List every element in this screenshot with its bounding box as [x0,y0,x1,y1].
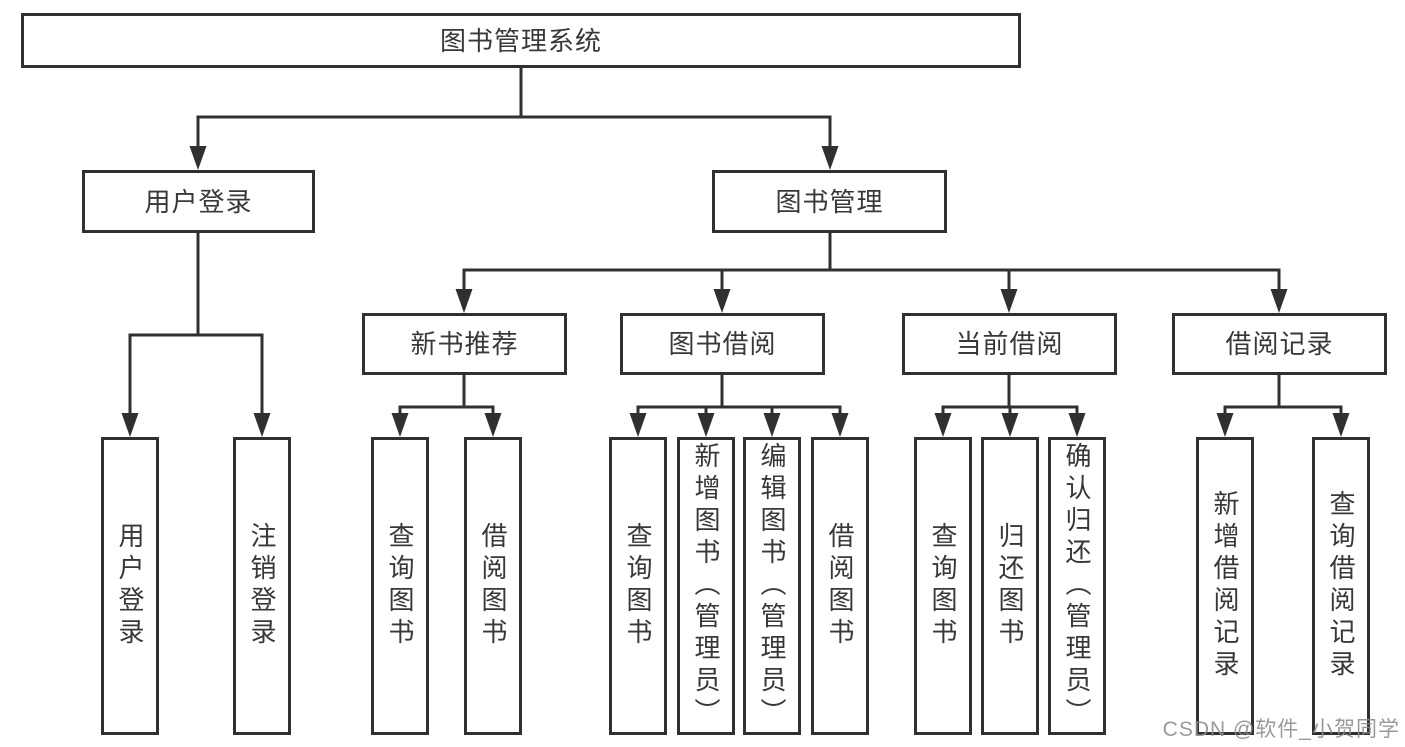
node-label: 图书借阅 [668,329,777,359]
node-current-borrowing: 当前借阅 [902,313,1117,375]
leaf-borrow-books-recommend: 借阅图书 [464,437,522,735]
node-label: 借阅图书 [478,522,508,650]
leaf-add-borrow-record: 新增借阅记录 [1196,437,1254,735]
node-label: 查询图书 [623,522,653,650]
node-label: 查询借阅记录 [1326,490,1356,682]
node-library-management-system: 图书管理系统 [21,13,1021,68]
leaf-query-books-recommend: 查询图书 [371,437,429,735]
leaf-borrow-books: 借阅图书 [811,437,869,735]
node-new-book-recommendation: 新书推荐 [362,313,567,375]
leaf-add-book-admin: 新增图书（管理员） [677,437,735,735]
node-book-borrowing: 图书借阅 [620,313,825,375]
leaf-logout: 注销登录 [233,437,291,735]
leaf-query-books-borrow: 查询图书 [609,437,667,735]
node-borrowing-records: 借阅记录 [1172,313,1387,375]
node-label: 用户登录 [144,186,253,217]
node-label: 归还图书 [995,522,1025,650]
node-label: 查询图书 [385,522,415,650]
node-user-login: 用户登录 [82,170,315,233]
leaf-query-borrow-record: 查询借阅记录 [1312,437,1370,735]
node-label: 注销登录 [247,522,277,650]
csdn-watermark: CSDN @软件_小贺同学 [1162,718,1400,741]
leaf-edit-book-admin: 编辑图书（管理员） [743,437,801,735]
leaf-user-login: 用户登录 [101,437,159,735]
node-label: 图书管理系统 [439,25,602,56]
node-label: 查询图书 [928,522,958,650]
node-label: 当前借阅 [955,329,1064,359]
node-label: 编辑图书（管理员） [757,442,787,730]
node-label: 用户登录 [115,522,145,650]
node-label: 图书管理 [775,186,884,217]
node-label: 新书推荐 [410,329,519,359]
leaf-query-books-current: 查询图书 [914,437,972,735]
node-book-management: 图书管理 [712,170,947,233]
node-label: 借阅记录 [1225,329,1334,359]
leaf-return-book: 归还图书 [981,437,1039,735]
node-label: 新增图书（管理员） [691,442,721,730]
node-label: 借阅图书 [825,522,855,650]
node-label: 新增借阅记录 [1210,490,1240,682]
node-label: 确认归还（管理员） [1062,442,1092,730]
leaf-confirm-return-admin: 确认归还（管理员） [1048,437,1106,735]
